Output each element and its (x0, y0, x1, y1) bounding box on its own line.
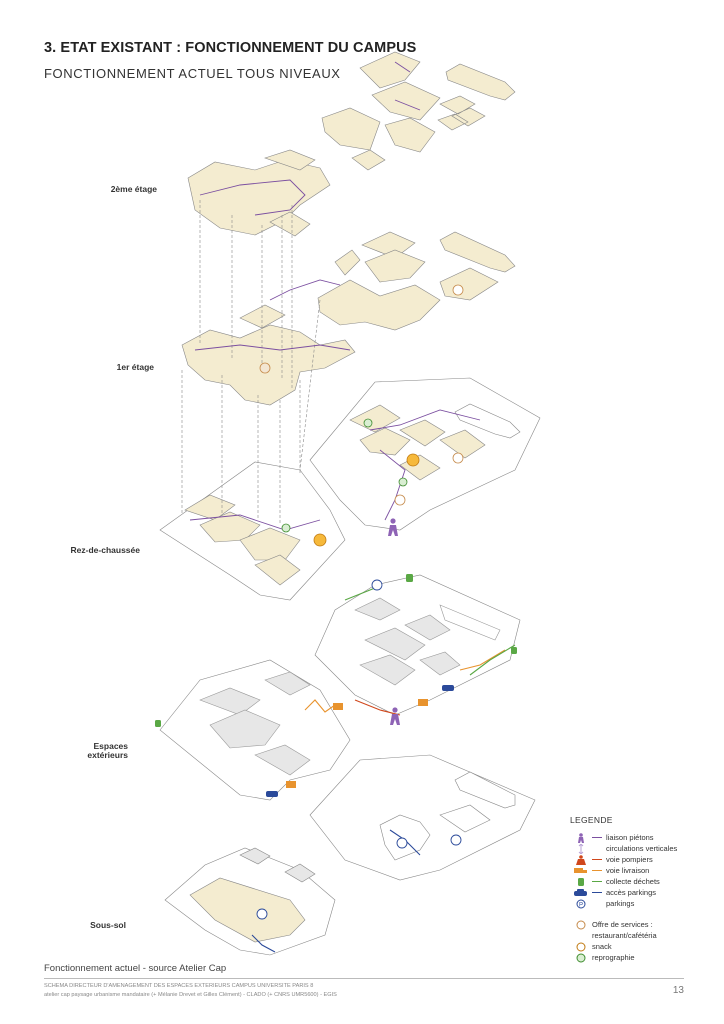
page-number: 13 (672, 985, 684, 996)
car-icon (574, 888, 587, 896)
legend-item: reprographie (570, 952, 710, 963)
trash-bin-icon (406, 574, 413, 582)
svg-text:P: P (579, 902, 583, 908)
restaurant-icon (452, 452, 464, 464)
car-icon (442, 685, 454, 691)
snack-icon (406, 453, 420, 467)
first-floor-east-buildings (317, 231, 516, 331)
delivery-route-line (304, 699, 336, 713)
service-markers (155, 284, 517, 920)
exterior-west-buildings (199, 671, 311, 776)
exterior-east-buildings (354, 597, 501, 686)
restaurant-icon (259, 362, 271, 374)
restaurant-icon (576, 920, 586, 929)
pedestrian-icon (390, 707, 400, 725)
trash-bin-icon (155, 720, 161, 727)
legend-title: LEGENDE (570, 815, 613, 825)
level-label-outdoor-1: Espaces (93, 741, 129, 751)
level-label-ground-floor: Rez-de-chaussée (70, 545, 140, 555)
footer-divider (44, 978, 684, 979)
printer-icon (363, 418, 373, 428)
parking-icon (450, 834, 462, 846)
level-label-outdoor-2: extérieurs (87, 750, 128, 760)
parking-icon (371, 579, 383, 591)
first-floor-west-buildings (181, 304, 356, 406)
level-label-2nd-floor: 2ème étage (110, 184, 157, 194)
legend-panel: LEGENDE liaison piétons circulations ver… (570, 815, 710, 963)
delivery-truck-icon (418, 699, 428, 706)
legend-services-heading: Offre de services : (570, 919, 710, 930)
parking-access-line-west (251, 934, 276, 953)
delivery-truck-icon (574, 867, 587, 873)
ground-floor-east-plate (309, 377, 541, 531)
waste-route-line-north (344, 587, 376, 601)
fire-lane-line (354, 699, 401, 716)
second-floor-lower-buildings (187, 149, 331, 237)
page-subtitle: FONCTIONNEMENT ACTUEL TOUS NIVEAUX (44, 66, 341, 81)
trash-bin-icon (511, 647, 517, 654)
restaurant-icon (394, 494, 406, 506)
firefighter-icon (576, 854, 586, 865)
level-label-1st-floor: 1er étage (116, 362, 154, 372)
vertical-connector-lines (181, 200, 321, 525)
basement-east-buildings (379, 771, 516, 861)
car-icon (266, 791, 278, 797)
legend-item: voie pompiers (570, 854, 710, 865)
second-floor-upper-buildings (321, 51, 516, 171)
snack-icon (576, 942, 586, 951)
legend-item: voie livraison (570, 865, 710, 876)
delivery-route-line-east (459, 649, 506, 671)
pedestrian-icon (578, 832, 584, 843)
restaurant-icon (452, 284, 464, 296)
parking-icon (256, 908, 268, 920)
legend-item: liaison piétons (570, 832, 710, 843)
legend-item: snack (570, 941, 710, 952)
footer-credits: SCHEMA DIRECTEUR D'AMENAGEMENT DES ESPAC… (44, 983, 337, 998)
printer-icon (576, 953, 586, 962)
figure-caption: Fonctionnement actuel - source Atelier C… (44, 963, 227, 974)
delivery-truck-icon (286, 781, 296, 788)
page-title: 3. ETAT EXISTANT : FONCTIONNEMENT DU CAM… (44, 40, 417, 56)
delivery-truck-icon (333, 703, 343, 710)
vertical-arrow-icon (578, 843, 584, 854)
parking-icon: P (576, 899, 586, 908)
parking-icon (396, 837, 408, 849)
legend-item: circulations verticales (570, 843, 710, 854)
printer-icon (398, 477, 408, 487)
pedestrian-icon (388, 518, 398, 536)
legend-item: restaurant/cafétéria (592, 931, 657, 940)
legend-item: accès parkings (570, 887, 710, 898)
snack-icon (313, 533, 327, 547)
trash-bin-icon (578, 877, 584, 886)
basement-east-plate (309, 754, 536, 881)
ground-floor-west-buildings (184, 494, 301, 586)
printer-icon (281, 523, 291, 533)
level-label-basement: Sous-sol (90, 920, 126, 930)
legend-item: collecte déchets (570, 876, 710, 887)
basement-west-buildings (189, 847, 316, 943)
waste-route-line (469, 644, 516, 676)
